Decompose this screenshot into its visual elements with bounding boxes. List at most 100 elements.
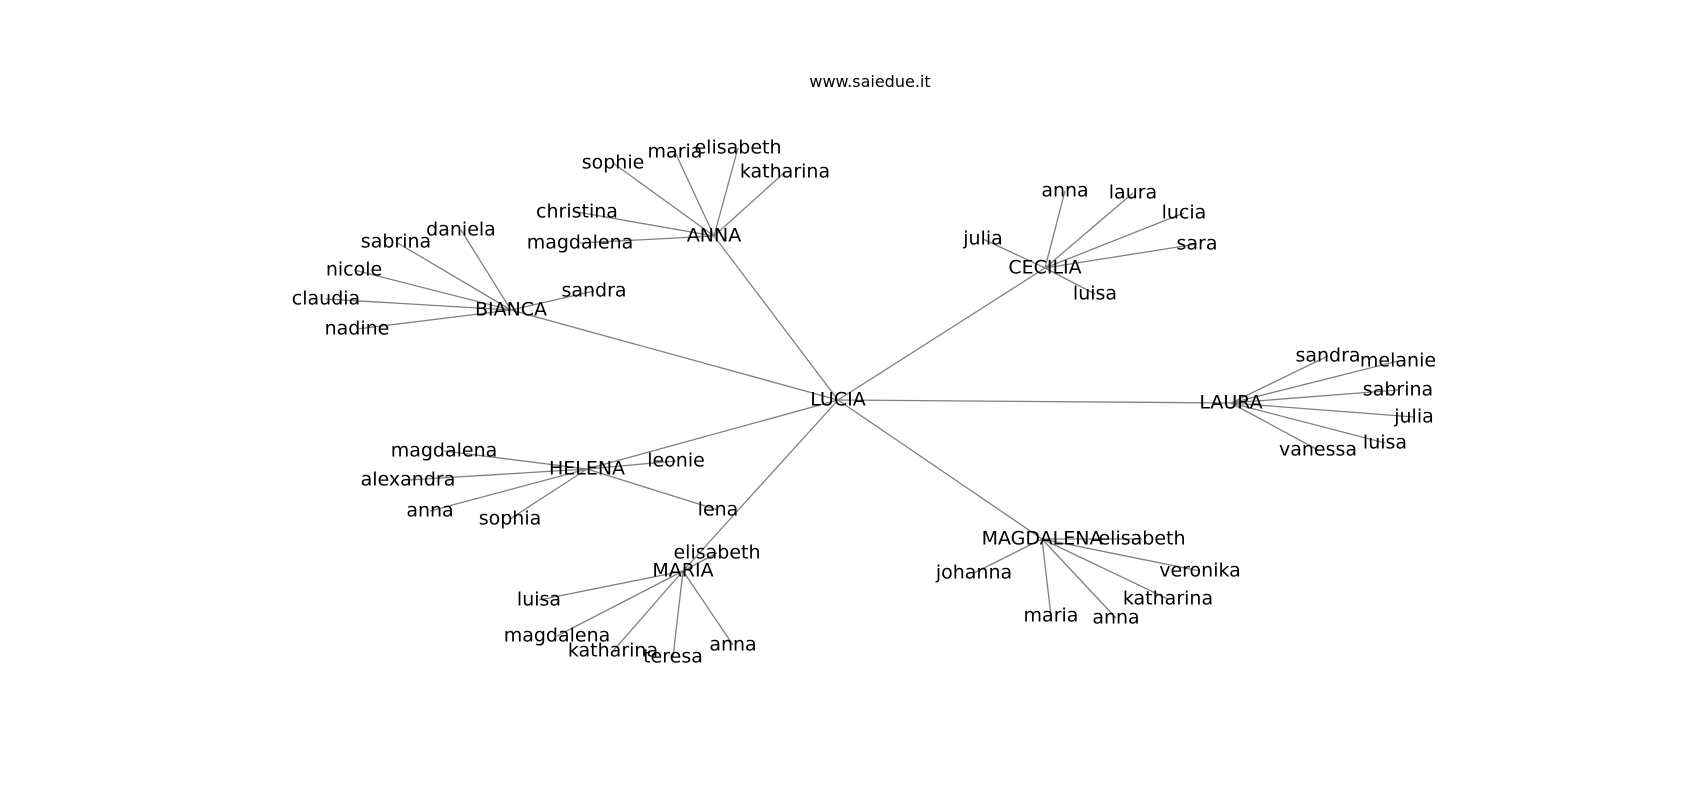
edge-root-hub: [837, 399, 1043, 540]
edge-hub-leaf: [674, 151, 715, 237]
edge-hub-leaf: [579, 235, 715, 244]
leaf-node-label: nadine: [325, 318, 390, 340]
leaf-node-label: anna: [1041, 180, 1088, 202]
leaf-node-label: leonie: [647, 450, 705, 472]
site-title: www.saiedue.it: [809, 72, 930, 91]
hub-node-label: LAURA: [1199, 392, 1262, 414]
leaf-node-label: alexandra: [361, 469, 456, 491]
edge-root-hub: [682, 399, 839, 572]
leaf-node-label: sophie: [582, 152, 645, 174]
edge-hub-leaf: [576, 211, 715, 237]
edge-hub-leaf: [1041, 538, 1117, 619]
leaf-node-label: sophia: [479, 508, 542, 530]
leaf-node-label: elisabeth: [673, 542, 760, 564]
edge-hub-leaf: [1230, 402, 1386, 444]
leaf-node-label: nicole: [326, 259, 382, 281]
edge-hub-leaf: [353, 269, 512, 311]
leaf-node-label: christina: [536, 201, 618, 223]
edge-hub-leaf: [1230, 389, 1399, 404]
root-node-label: LUCIA: [810, 389, 865, 411]
leaf-node-label: katharina: [740, 161, 830, 183]
leaf-node-label: luisa: [1363, 432, 1407, 454]
graph-edges: [325, 147, 1415, 658]
hub-node-label: MAGDALENA: [982, 528, 1103, 550]
edge-hub-leaf: [682, 570, 734, 646]
leaf-node-label: elisabeth: [694, 137, 781, 159]
leaf-node-label: anna: [1092, 607, 1139, 629]
edge-hub-leaf: [1041, 538, 1201, 572]
edge-hub-leaf: [612, 162, 715, 237]
edge-hub-leaf: [395, 241, 512, 311]
edge-hub-leaf: [1044, 243, 1198, 269]
edge-root-hub: [837, 399, 1232, 404]
edge-hub-leaf: [1044, 267, 1096, 295]
leaf-node-label: luisa: [517, 589, 561, 611]
edge-hub-leaf: [429, 468, 588, 512]
leaf-node-label: laura: [1109, 182, 1157, 204]
edge-root-hub: [837, 267, 1046, 401]
edge-root-hub: [510, 309, 839, 401]
leaf-node-label: anna: [406, 500, 453, 522]
edge-hub-leaf: [982, 238, 1046, 269]
leaf-node-label: melanie: [1360, 350, 1436, 372]
hub-node-label: MARIA: [652, 560, 713, 582]
leaf-node-label: magdalena: [391, 440, 498, 462]
leaf-node-label: maria: [648, 141, 703, 163]
leaf-node-label: daniela: [426, 219, 496, 241]
edge-hub-leaf: [460, 229, 512, 311]
edge-hub-leaf: [1044, 192, 1134, 269]
edge-hub-leaf: [973, 538, 1043, 574]
leaf-node-label: claudia: [292, 288, 360, 310]
leaf-node-label: sabrina: [361, 231, 431, 253]
edge-root-hub: [586, 399, 839, 470]
edge-hub-leaf: [556, 570, 684, 637]
leaf-node-label: magdalena: [527, 232, 634, 254]
edge-hub-leaf: [1044, 212, 1185, 269]
edge-hub-leaf: [407, 468, 588, 481]
edge-hub-leaf: [713, 171, 786, 237]
edge-hub-leaf: [1041, 538, 1052, 617]
leaf-node-label: sara: [1177, 233, 1218, 255]
leaf-node-label: magdalena: [504, 625, 611, 647]
edge-hub-leaf: [1041, 538, 1169, 600]
hub-node-label: HELENA: [549, 458, 625, 480]
leaf-node-label: sandra: [1295, 345, 1360, 367]
edge-hub-leaf: [443, 450, 588, 470]
hub-node-label: ANNA: [687, 225, 741, 247]
leaf-node-label: luisa: [1073, 283, 1117, 305]
edge-hub-leaf: [1230, 360, 1399, 404]
leaf-node-label: katharina: [568, 640, 658, 662]
edge-hub-leaf: [672, 570, 684, 658]
edge-hub-leaf: [1230, 402, 1319, 451]
edge-hub-leaf: [325, 298, 512, 311]
leaf-node-label: veronika: [1159, 560, 1241, 582]
leaf-node-label: vanessa: [1279, 439, 1357, 461]
leaf-node-label: elisabeth: [1098, 528, 1185, 550]
edge-hub-leaf: [586, 468, 719, 511]
hub-node-label: CECILIA: [1008, 257, 1081, 279]
leaf-node-label: sandra: [561, 280, 626, 302]
leaf-node-label: lena: [698, 499, 739, 521]
edge-hub-leaf: [1044, 190, 1066, 269]
edge-hub-leaf: [509, 468, 588, 520]
leaf-node-label: maria: [1024, 605, 1079, 627]
edge-hub-leaf: [586, 460, 677, 470]
leaf-node-label: katharina: [1123, 588, 1213, 610]
leaf-node-label: julia: [1393, 406, 1434, 428]
hub-node-label: BIANCA: [475, 299, 547, 321]
edge-hub-leaf: [713, 147, 739, 237]
leaf-node-label: sabrina: [1363, 379, 1433, 401]
edge-root-hub: [713, 235, 839, 401]
leaf-node-label: anna: [709, 634, 756, 656]
edge-hub-leaf: [356, 309, 512, 330]
edge-hub-leaf: [612, 570, 684, 652]
edge-hub-leaf: [1230, 355, 1329, 404]
edge-hub-leaf: [510, 290, 595, 311]
edge-hub-leaf: [682, 552, 718, 572]
edge-hub-leaf: [1230, 402, 1415, 418]
edge-hub-leaf: [538, 570, 684, 601]
leaf-node-label: lucia: [1162, 202, 1207, 224]
leaf-node-label: johanna: [935, 562, 1012, 584]
